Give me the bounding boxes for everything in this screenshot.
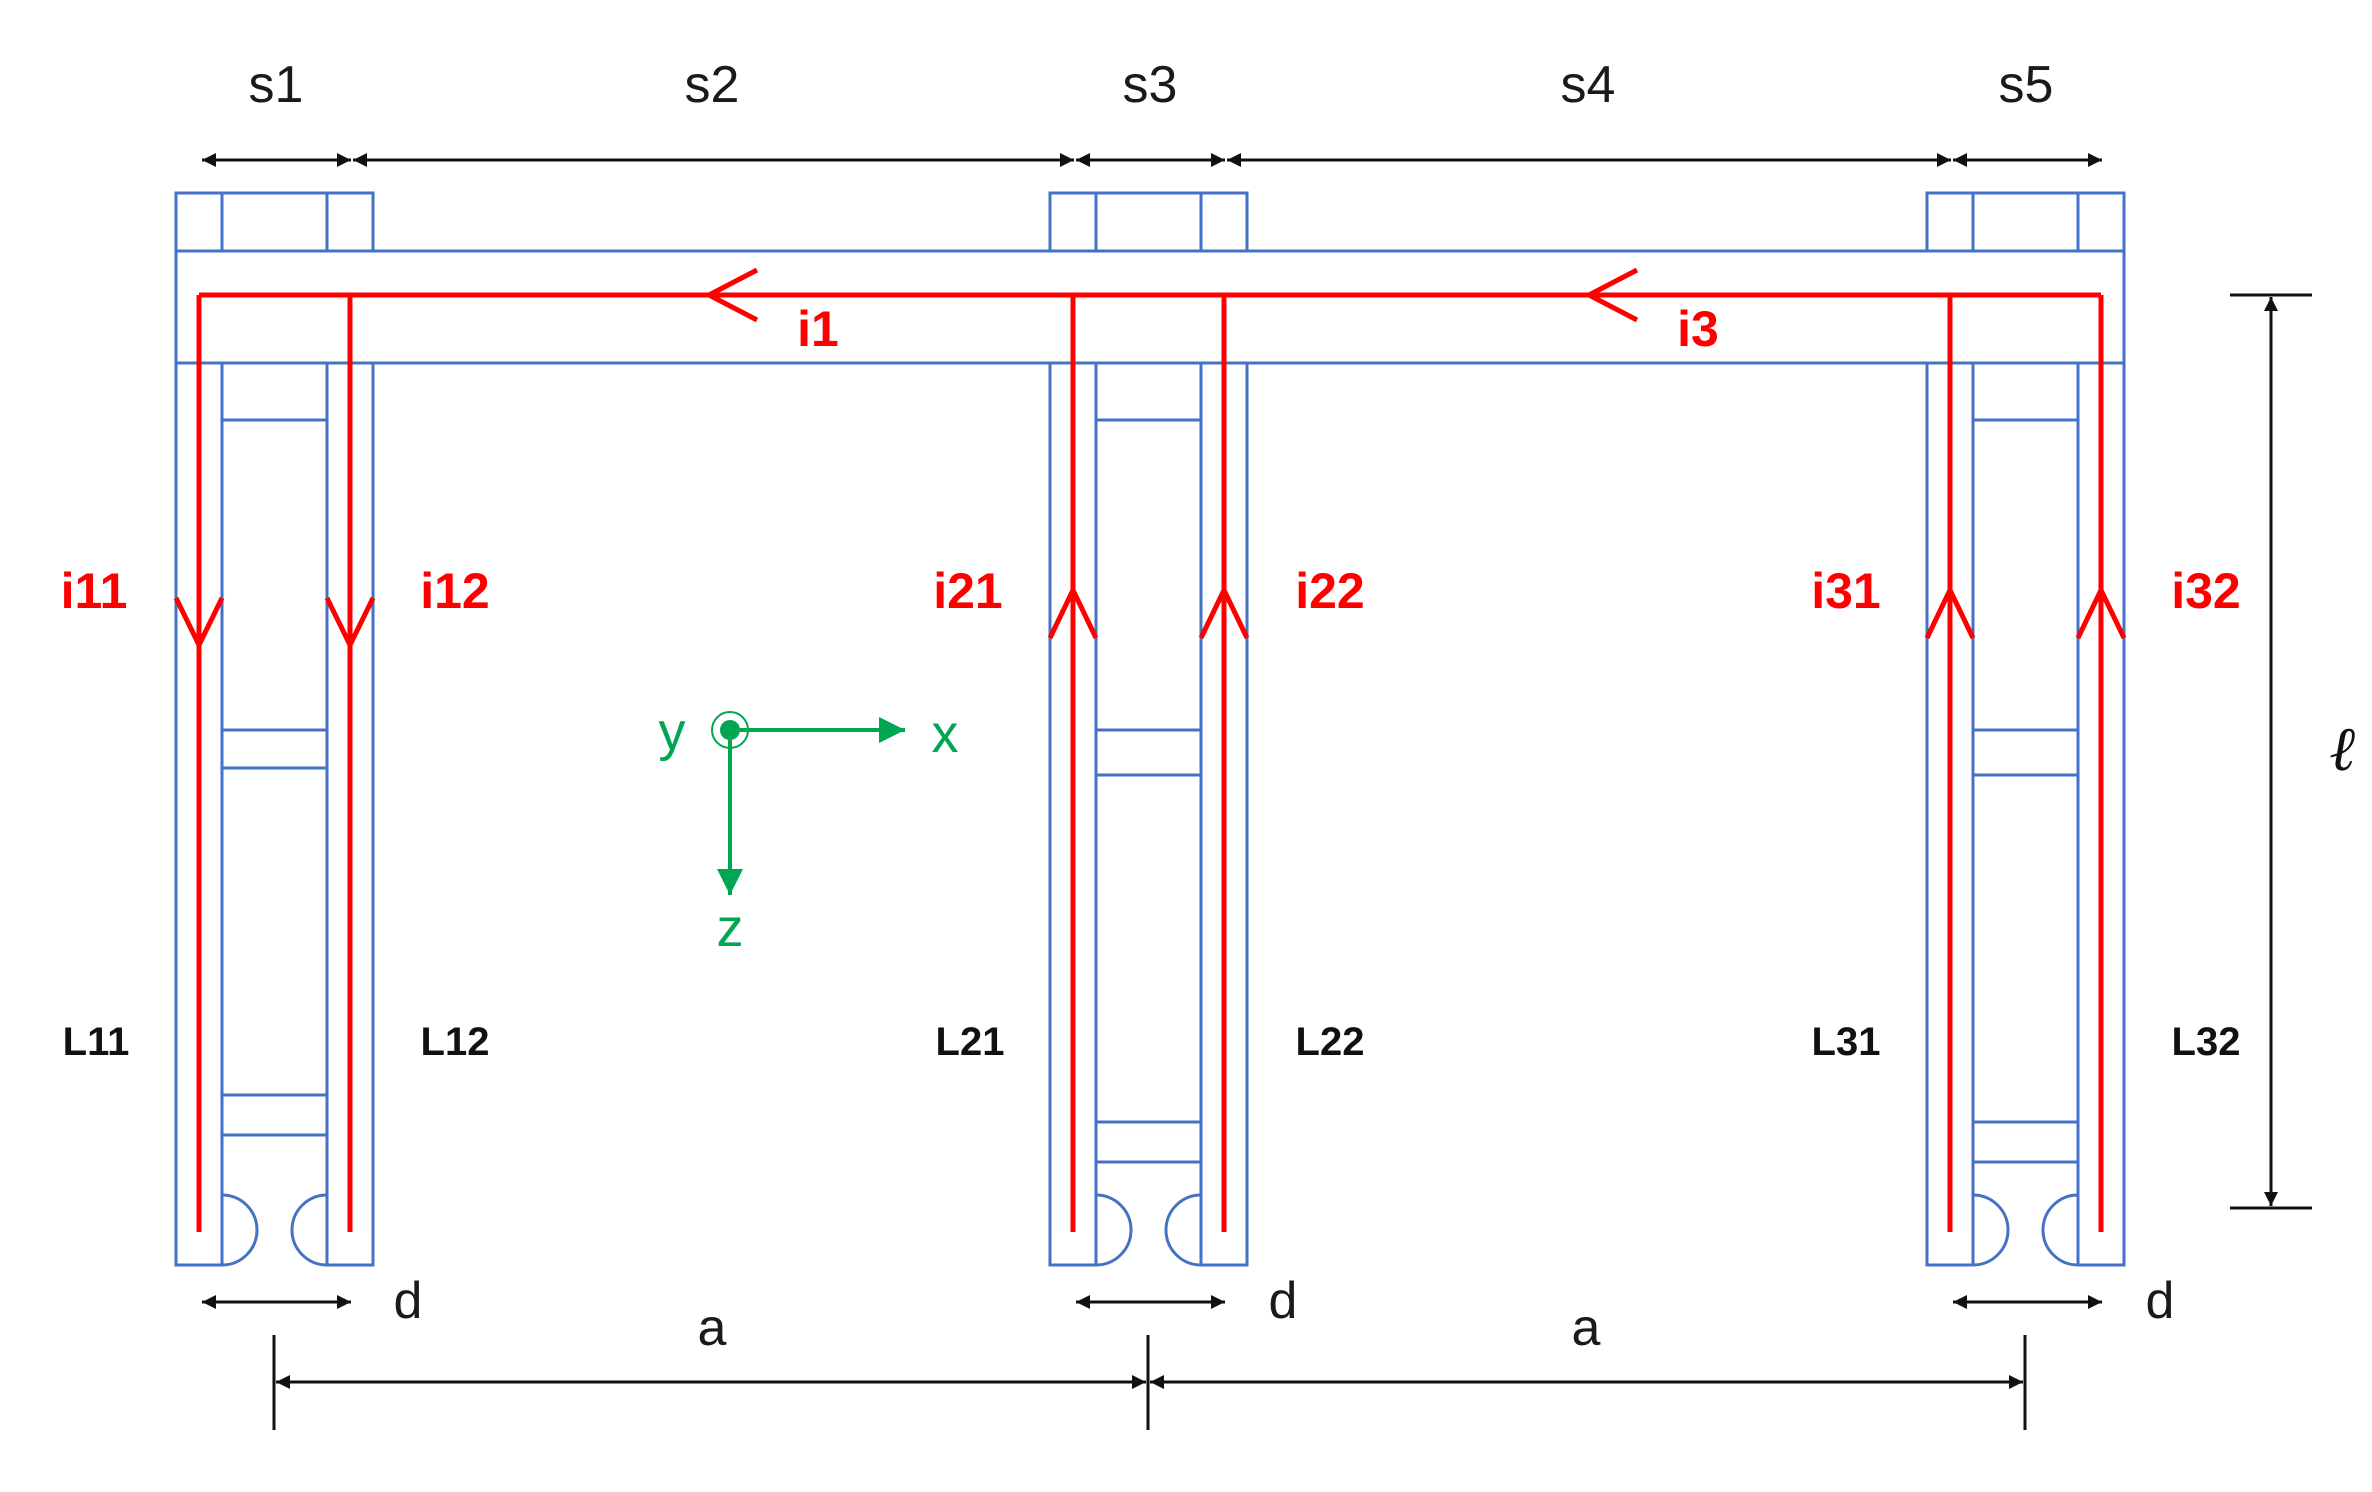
arrow-i1 xyxy=(703,267,759,323)
label-i1: i1 xyxy=(797,301,839,357)
label-s3: s3 xyxy=(1123,56,1178,114)
leg-pair-left xyxy=(174,361,375,1267)
arrow-i32 xyxy=(2075,584,2127,640)
label-a-left: a xyxy=(698,1299,727,1357)
arrow-i22 xyxy=(1198,584,1250,640)
label-d-middle: d xyxy=(1269,1272,1298,1330)
spacing-labels: s1 s2 s3 s4 s5 xyxy=(249,56,2054,114)
coordinate-axes: y x z xyxy=(659,702,959,958)
label-i22: i22 xyxy=(1295,563,1365,619)
arrow-i21 xyxy=(1047,584,1099,640)
label-i31: i31 xyxy=(1811,563,1881,619)
axis-label-x: x xyxy=(932,704,959,764)
label-i3: i3 xyxy=(1677,301,1719,357)
arrow-i12 xyxy=(324,596,376,651)
label-d-right: d xyxy=(2146,1272,2175,1330)
length-dimension xyxy=(2230,293,2312,1210)
axis-label-z: z xyxy=(717,898,744,958)
y-axis-dot xyxy=(720,720,740,740)
label-a-right: a xyxy=(1572,1299,1601,1357)
dimension-text: d d d a a ℓ xyxy=(394,712,2356,1357)
label-s2: s2 xyxy=(685,56,740,114)
leg-pair-middle xyxy=(1048,361,1249,1267)
arrow-i31 xyxy=(1924,584,1976,640)
label-l11: L11 xyxy=(63,1020,130,1064)
label-length: ℓ xyxy=(2329,712,2355,785)
label-i21: i21 xyxy=(933,563,1003,619)
current-labels: i1 i3 i11 i12 i21 i22 i31 i32 xyxy=(61,301,2241,619)
arrow-i11 xyxy=(173,596,225,651)
label-s1: s1 xyxy=(249,56,304,114)
label-s4: s4 xyxy=(1561,56,1616,114)
current-paths xyxy=(173,267,2127,1232)
label-i12: i12 xyxy=(420,563,490,619)
top-cap-middle xyxy=(1048,191,1249,253)
axis-label-y: y xyxy=(659,702,686,762)
frame-structure xyxy=(174,191,2126,1267)
label-d-left: d xyxy=(394,1272,423,1330)
label-l21: L21 xyxy=(936,1020,1005,1064)
horizontal-busbar xyxy=(174,249,2126,365)
label-l12: L12 xyxy=(421,1020,490,1064)
leg-labels: L11 L12 L21 L22 L31 L32 xyxy=(63,1020,2241,1064)
top-cap-right xyxy=(1925,191,2126,253)
leg-pair-right xyxy=(1925,361,2126,1267)
label-l22: L22 xyxy=(1296,1020,1365,1064)
top-cap-left xyxy=(174,191,375,253)
label-i32: i32 xyxy=(2171,563,2241,619)
label-l31: L31 xyxy=(1812,1020,1881,1064)
label-i11: i11 xyxy=(61,563,128,619)
label-s5: s5 xyxy=(1999,56,2054,114)
label-l32: L32 xyxy=(2172,1020,2241,1064)
a-dimensions xyxy=(272,1335,2027,1430)
arrow-i3 xyxy=(1583,267,1639,323)
